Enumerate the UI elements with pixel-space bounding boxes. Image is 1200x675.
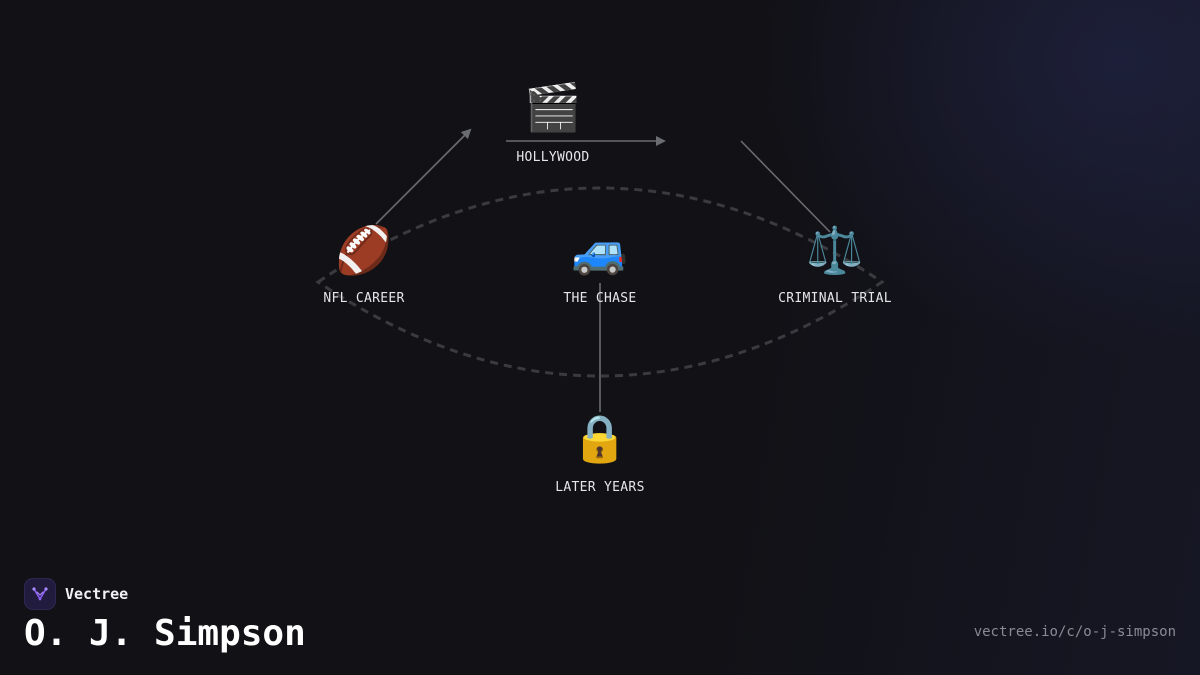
- nodes-layer: 🎬 HOLLYWOOD 🏈 NFL CAREER 🚙 THE CHASE ⚖️ CRIMINA…: [323, 80, 892, 495]
- node-the-chase[interactable]: 🚙 THE CHASE: [563, 223, 636, 306]
- node-label: CRIMINAL TRIAL: [778, 291, 892, 306]
- node-hollywood[interactable]: 🎬 HOLLYWOOD: [516, 80, 589, 165]
- lock-icon: 🔒: [571, 411, 628, 465]
- brand-name: Vectree: [65, 585, 129, 603]
- edge-criminal-trial-to-criminal-trial-in: [740, 140, 831, 233]
- edge-nfl-career-to-hollywood: [375, 128, 472, 225]
- edges-layer: [375, 128, 831, 412]
- page-url[interactable]: vectree.io/c/o-j-simpson: [973, 624, 1176, 640]
- brand[interactable]: Vectree: [24, 577, 128, 611]
- node-label: LATER YEARS: [555, 480, 644, 495]
- node-nfl-career[interactable]: 🏈 NFL CAREER: [323, 223, 404, 306]
- page-title: O. J. Simpson: [24, 613, 306, 654]
- node-criminal-trial[interactable]: ⚖️ CRIMINAL TRIAL: [778, 223, 892, 306]
- node-label: HOLLYWOOD: [516, 150, 589, 165]
- scales-icon: ⚖️: [806, 223, 863, 277]
- timeline-ring: [315, 186, 885, 378]
- football-icon: 🏈: [335, 223, 392, 278]
- node-later-years[interactable]: 🔒 LATER YEARS: [555, 411, 644, 495]
- node-label: NFL CAREER: [323, 291, 404, 306]
- clapper-board-icon: 🎬: [524, 80, 581, 134]
- vectree-logo-icon: [24, 578, 56, 610]
- node-label: THE CHASE: [563, 291, 636, 306]
- suv-icon: 🚙: [571, 223, 628, 278]
